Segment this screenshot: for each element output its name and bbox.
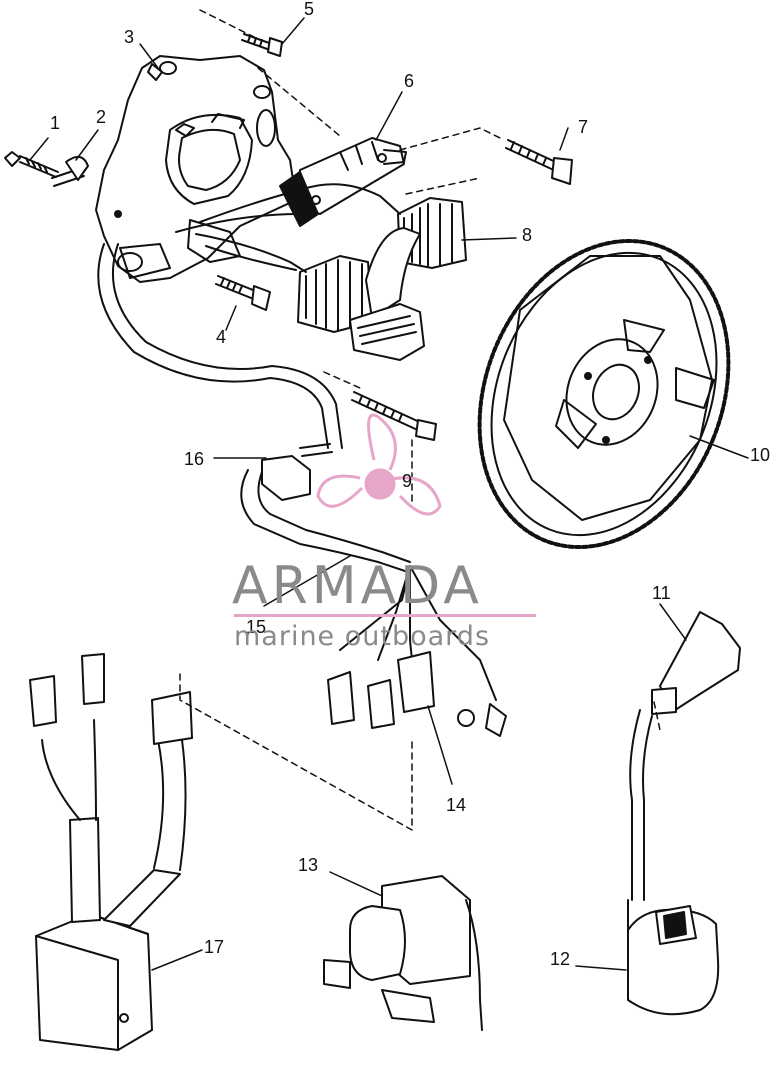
callout-14: 14 [446, 795, 467, 815]
callout-10: 10 [750, 445, 771, 465]
part-5-screw [241, 33, 283, 57]
callout-7: 7 [578, 117, 589, 137]
callout-9: 9 [402, 471, 413, 491]
part-9-screw [351, 391, 437, 441]
part-2-pin [51, 155, 89, 187]
propeller-icon [316, 413, 442, 516]
callout-17: 17 [204, 937, 225, 957]
part-11-spark-plug-boot [651, 611, 741, 715]
part-3-stator-plate [95, 55, 297, 283]
part-7-screw [505, 139, 573, 185]
watermark-divider [234, 614, 536, 617]
part-15-wire-harness [97, 243, 507, 737]
watermark-tagline: marine outboards [234, 621, 491, 652]
part-8-charge-coil [297, 197, 467, 361]
callout-4: 4 [216, 327, 227, 347]
callout-8: 8 [522, 225, 533, 245]
reference-lines [179, 9, 661, 831]
callout-16: 16 [184, 449, 205, 469]
part-4-screw [215, 275, 271, 311]
part-12-ignition-coil [627, 709, 720, 1016]
callout-5: 5 [304, 0, 315, 19]
part-10-flywheel [477, 238, 731, 550]
callout-11: 11 [652, 583, 671, 603]
callout-13: 13 [298, 855, 319, 875]
part-13-solenoid [323, 875, 483, 1031]
part-1-screw [4, 151, 59, 178]
part-17-cdi-unit [29, 653, 193, 1051]
callout-6: 6 [404, 71, 415, 91]
callout-12: 12 [550, 949, 571, 969]
callout-1: 1 [50, 113, 61, 133]
leader-lines [29, 17, 749, 971]
part-6-module [279, 137, 407, 227]
callout-15: 15 [246, 617, 267, 637]
watermark-brand: ARMADA [232, 556, 483, 616]
callout-2: 2 [96, 107, 107, 127]
stator-wiring [175, 183, 401, 273]
callout-3: 3 [124, 27, 135, 47]
